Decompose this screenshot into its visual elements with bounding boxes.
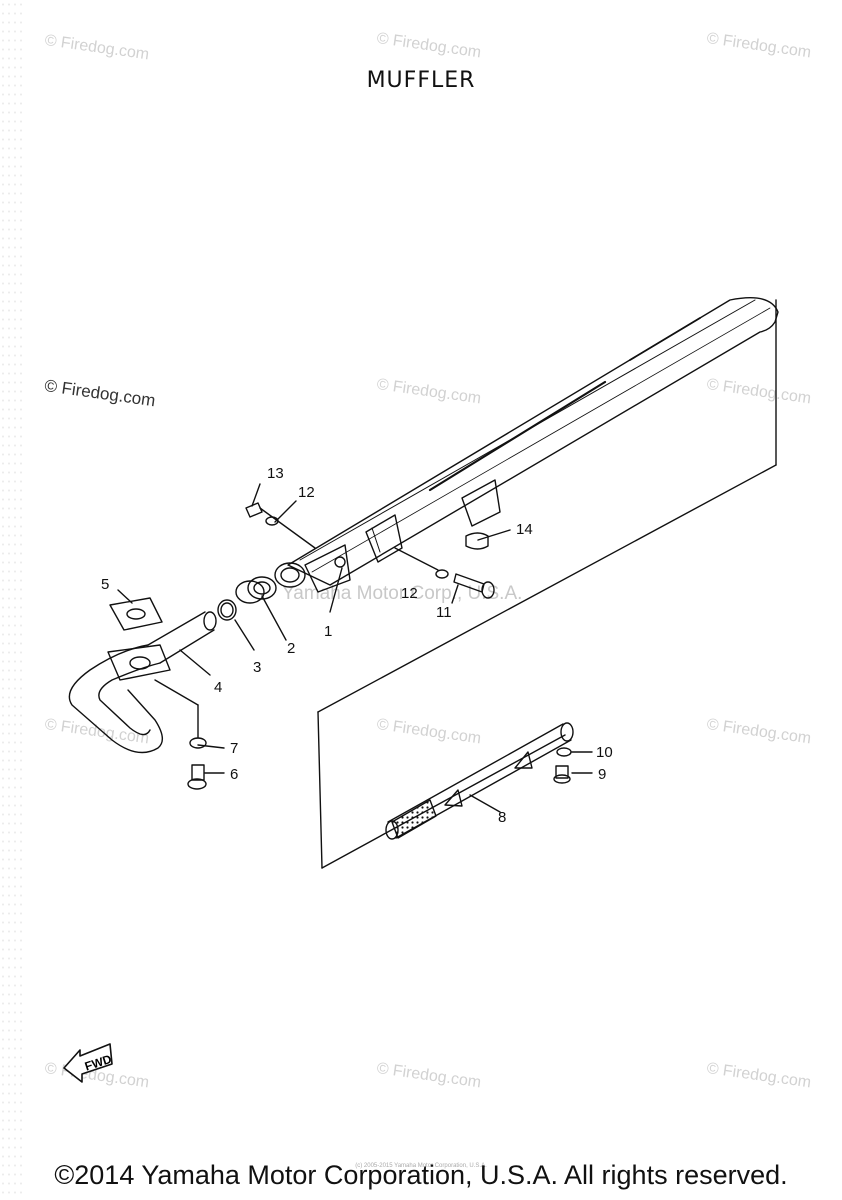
washer-part-12 — [265, 516, 279, 526]
bolt-part-9 — [553, 765, 571, 784]
leader-line — [274, 500, 297, 523]
washer-part-12-lower — [435, 569, 449, 579]
callout-number: 5 — [101, 576, 109, 593]
leader-line — [329, 567, 343, 613]
flange-gasket-part-5 — [109, 597, 163, 631]
watermark-center: Yamaha Motor Corp., U.S.A. — [282, 583, 523, 604]
callout-number: 3 — [253, 659, 261, 676]
callout-number: 1 — [324, 623, 332, 640]
callout-number: 12 — [401, 585, 418, 602]
leader-line — [117, 589, 133, 604]
callout-number: 8 — [498, 809, 506, 826]
diagram-title: MUFFLER — [366, 68, 476, 93]
forward-arrow-icon — [63, 1043, 113, 1083]
leader-line — [197, 744, 225, 749]
washer-part-7 — [189, 737, 207, 749]
washer-part-10 — [556, 747, 572, 757]
muffler-body — [274, 297, 779, 593]
bolt-part-11 — [453, 573, 495, 599]
bolt-part-6 — [187, 764, 207, 790]
callout-number: 4 — [214, 679, 222, 696]
callout-number: 9 — [598, 766, 606, 783]
callout-number: 6 — [230, 766, 238, 783]
leader-line — [154, 679, 199, 706]
ring-part-3-inner — [220, 602, 234, 618]
reference-line — [317, 711, 323, 869]
tail-pipe-part-8 — [385, 722, 574, 840]
tiny-copyright: (c) 2005-2015 Yamaha Motor Corporation, … — [355, 1163, 487, 1169]
damper-part-14 — [465, 532, 489, 550]
leader-line — [394, 547, 439, 571]
scan-edge-noise — [0, 0, 24, 1200]
leader-line — [477, 529, 511, 541]
callout-number: 11 — [436, 604, 452, 621]
leader-line — [179, 649, 211, 676]
reference-line — [317, 464, 777, 713]
callout-number: 14 — [516, 521, 533, 538]
leader-line — [261, 595, 287, 641]
ring-part-3 — [217, 599, 237, 621]
leader-line — [451, 584, 459, 604]
copyright-notice: ©2014 Yamaha Motor Corporation, U.S.A. A… — [54, 1160, 788, 1190]
exhaust-pipe-part-4 — [68, 611, 217, 754]
gasket-part-2 — [235, 576, 277, 604]
leader-line — [251, 483, 261, 507]
callout-number: 12 — [298, 484, 315, 501]
leader-line — [469, 794, 501, 813]
nut-part-13 — [245, 502, 263, 518]
leader-line — [259, 507, 316, 549]
callout-number: 7 — [230, 740, 238, 757]
callout-number: 10 — [596, 744, 613, 761]
callout-number: 13 — [267, 465, 284, 482]
leader-line — [234, 619, 255, 651]
callout-number: 2 — [287, 640, 295, 657]
